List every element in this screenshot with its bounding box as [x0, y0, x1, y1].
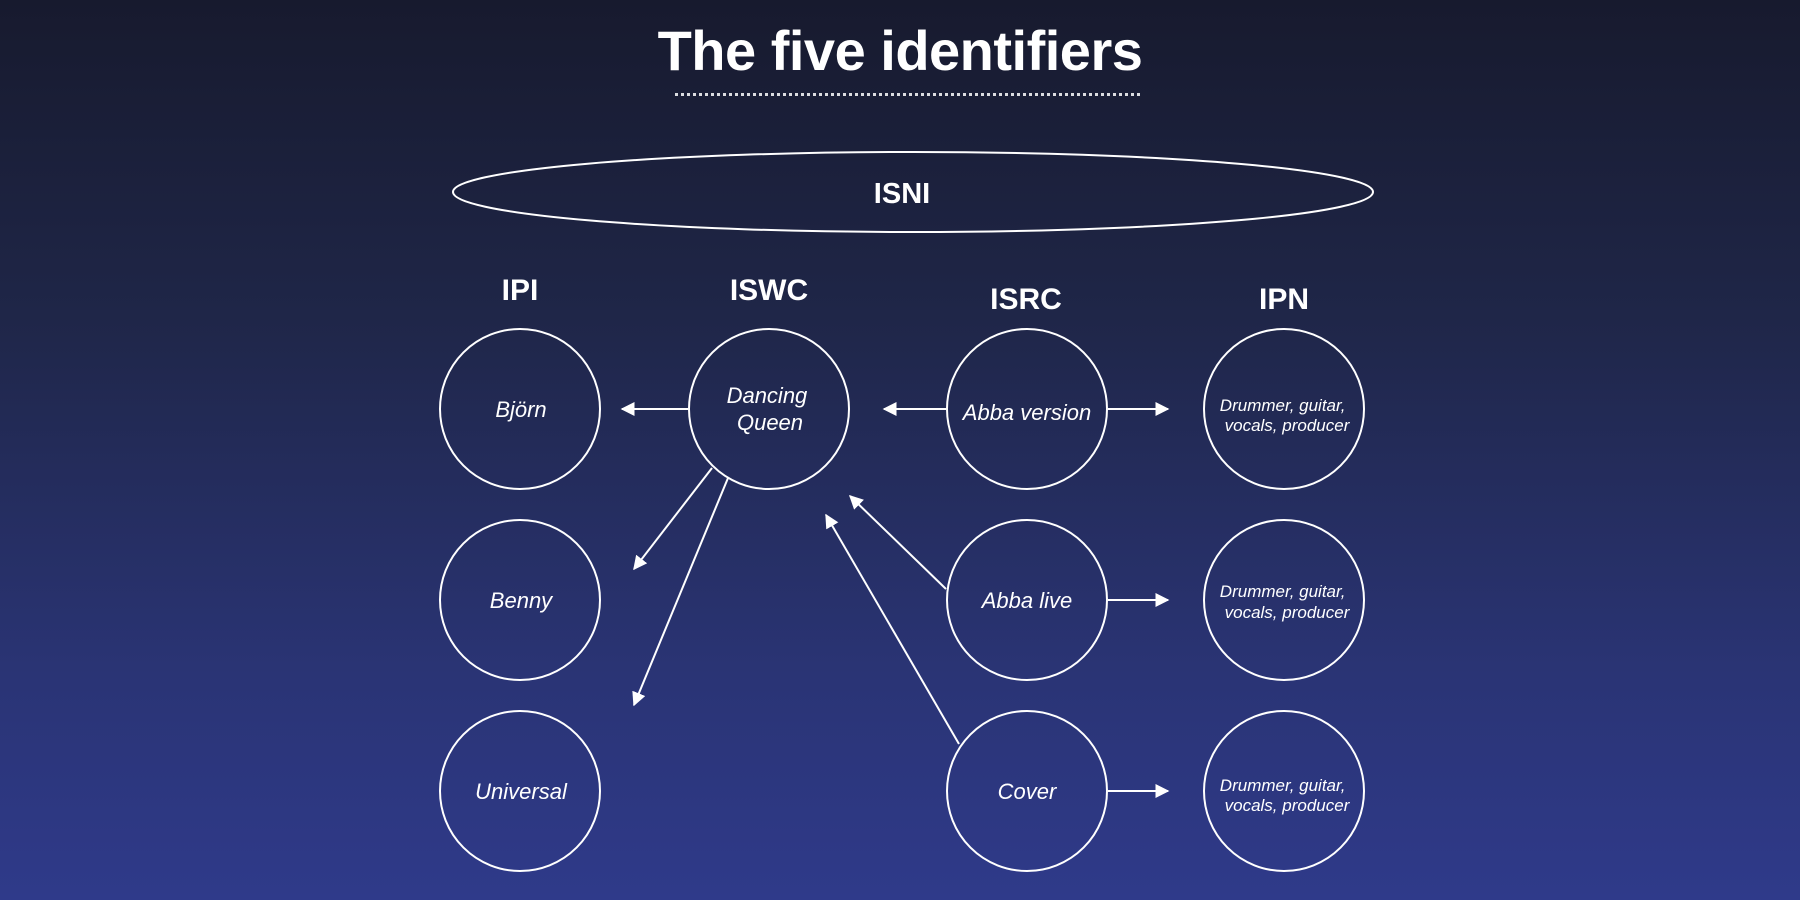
- node-dancing-queen: [688, 328, 850, 490]
- node-label-cover: Cover: [998, 779, 1058, 804]
- node-label-bjorn: Björn: [495, 397, 546, 422]
- node-label-universal: Universal: [475, 779, 568, 804]
- node-label-ipn-2: Drummer, guitar, vocals, producer: [1220, 582, 1351, 622]
- arrow-dancing-queen-to-universal: [632, 477, 729, 707]
- node-label-ipn-3-line-2: vocals, producer: [1225, 796, 1351, 815]
- node-label-dancing-queen: Dancing Queen: [727, 383, 814, 435]
- column-header-ipn: IPN: [1259, 283, 1309, 316]
- arrow-dancing-queen-to-benny: [633, 467, 713, 571]
- node-abba-version: [946, 328, 1108, 490]
- node-label-dancing-queen-line-1: Dancing: [727, 383, 808, 408]
- node-label-dancing-queen-line-2: Queen: [737, 410, 803, 435]
- node-label-ipn-3: Drummer, guitar, vocals, producer: [1220, 776, 1351, 815]
- isni-ellipse-group: ISNI: [452, 151, 1374, 233]
- node-label-ipn-3-line-1: Drummer, guitar,: [1220, 776, 1346, 795]
- node-cover: [946, 710, 1108, 872]
- node-bjorn: [439, 328, 601, 490]
- node-benny: [439, 519, 601, 681]
- column-header-isrc: ISRC: [990, 283, 1062, 316]
- node-ipn-3: [1203, 710, 1365, 872]
- title-dotted-rule: [675, 93, 1140, 96]
- node-label-ipn-2-line-1: Drummer, guitar,: [1220, 582, 1346, 601]
- isni-ellipse: [452, 151, 1374, 233]
- column-header-iswc: ISWC: [730, 274, 808, 307]
- isni-label: ISNI: [874, 178, 930, 210]
- arrow-abba-live-to-dancing-queen: [848, 495, 947, 590]
- column-header-ipi: IPI: [502, 274, 539, 307]
- node-label-ipn-1: Drummer, guitar, vocals, producer: [1220, 396, 1351, 435]
- node-label-ipn-1-line-1: Drummer, guitar,: [1220, 396, 1346, 415]
- node-ipn-2: [1203, 519, 1365, 681]
- node-label-ipn-2-line-2: vocals, producer: [1225, 603, 1351, 622]
- node-label-abba-version: Abba version: [961, 400, 1091, 425]
- node-ipn-1: [1203, 328, 1365, 490]
- node-label-abba-live: Abba live: [980, 588, 1073, 613]
- node-label-benny: Benny: [490, 588, 554, 613]
- node-abba-live: [946, 519, 1108, 681]
- node-label-ipn-1-line-2: vocals, producer: [1225, 416, 1351, 435]
- node-universal: [439, 710, 601, 872]
- slide-title: The five identifiers: [657, 19, 1143, 82]
- arrow-cover-to-dancing-queen: [825, 513, 960, 745]
